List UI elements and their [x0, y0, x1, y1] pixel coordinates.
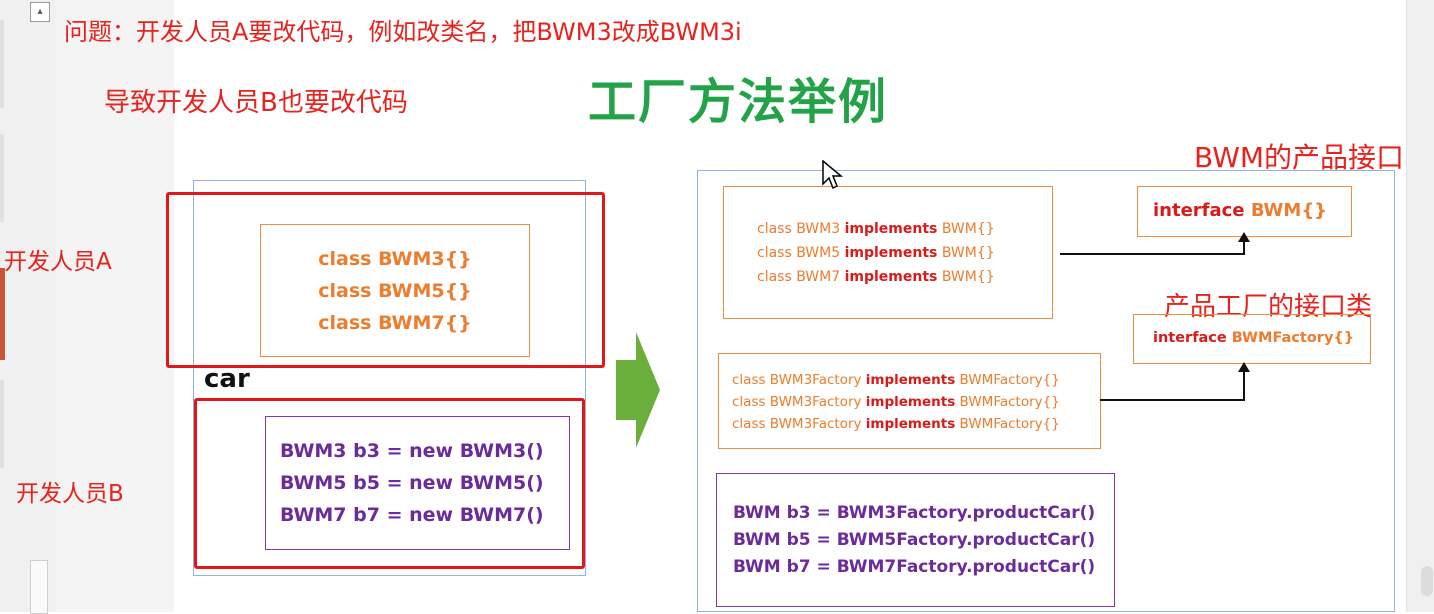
usage-b3-line: BWM b3 = BWM3Factory.productCar() [733, 503, 1096, 523]
product-impl-line: class BWM3 implements BWM{} [757, 221, 995, 237]
developer-a-highlight [166, 192, 605, 368]
factory-impl-box: class BWM3Factory implements BWMFactory{… [718, 353, 1101, 449]
class-definitions-box: class BWM3{} class BWM5{} class BWM7{} [260, 224, 530, 357]
transition-arrow-icon [616, 332, 660, 448]
factory-usage-box: BWM b3 = BWM3Factory.productCar() BWM b5… [716, 473, 1115, 607]
class-bwm7: class BWM7{} [318, 312, 472, 334]
right-scrollbar[interactable] [1406, 0, 1434, 612]
class-bwm5: class BWM5{} [318, 280, 472, 302]
arrowhead-icon [1238, 362, 1250, 372]
active-slide-marker[interactable] [0, 268, 5, 360]
product-interface-text: interface BWM{} [1153, 200, 1327, 221]
canvas-gutter [56, 0, 174, 612]
new-bwm3-line: BWM3 b3 = new BWM3() [280, 440, 544, 462]
collapse-icon[interactable]: ▴ [30, 2, 50, 22]
car-label: car [204, 364, 250, 394]
panel-scrollbar[interactable] [30, 560, 48, 614]
class-bwm3: class BWM3{} [318, 248, 472, 270]
usage-b5-line: BWM b5 = BWM5Factory.productCar() [733, 530, 1096, 550]
factory-impl-line: class BWM3Factory implements BWMFactory{… [732, 394, 1060, 410]
problem-line-1: 问题：开发人员A要改代码，例如改类名，把BWM3改成BWM3i [64, 18, 742, 46]
product-impl-box: class BWM3 implements BWM{} class BWM5 i… [723, 186, 1053, 319]
product-interface-caption: BWM的产品接口 [1194, 141, 1405, 174]
slide-thumb-marker[interactable] [0, 380, 4, 468]
new-bwm7-line: BWM7 b7 = new BWM7() [280, 504, 544, 526]
left-outer-frame [193, 180, 586, 576]
left-panel-strip [0, 0, 57, 614]
arrowhead-icon [1238, 232, 1250, 242]
scroll-knob[interactable] [1421, 566, 1433, 596]
usage-b7-line: BWM b7 = BWM7Factory.productCar() [733, 557, 1096, 577]
product-impl-line: class BWM7 implements BWM{} [757, 269, 995, 285]
developer-a-label: 开发人员A [4, 249, 112, 275]
slide-thumb-marker[interactable] [0, 20, 4, 108]
factory-interface-text: interface BWMFactory{} [1153, 330, 1355, 346]
developer-b-highlight [194, 398, 585, 569]
instantiation-box: BWM3 b3 = new BWM3() BWM5 b5 = new BWM5(… [265, 416, 570, 550]
developer-b-label: 开发人员B [16, 481, 124, 507]
factory-interface-box: interface BWMFactory{} [1133, 314, 1371, 364]
problem-line-2: 导致开发人员B也要改代码 [104, 88, 408, 118]
factory-interface-caption: 产品工厂的接口类 [1164, 292, 1373, 322]
factory-impl-line: class BWM3Factory implements BWMFactory{… [732, 416, 1060, 432]
new-bwm5-line: BWM5 b5 = new BWM5() [280, 472, 544, 494]
mouse-cursor-icon [822, 160, 844, 190]
slide-thumb-marker[interactable] [0, 134, 4, 222]
implements-arrows [1060, 232, 1250, 401]
factory-impl-line: class BWM3Factory implements BWMFactory{… [732, 372, 1060, 388]
product-impl-line: class BWM5 implements BWM{} [757, 245, 995, 261]
slide-title: 工厂方法举例 [588, 74, 889, 130]
